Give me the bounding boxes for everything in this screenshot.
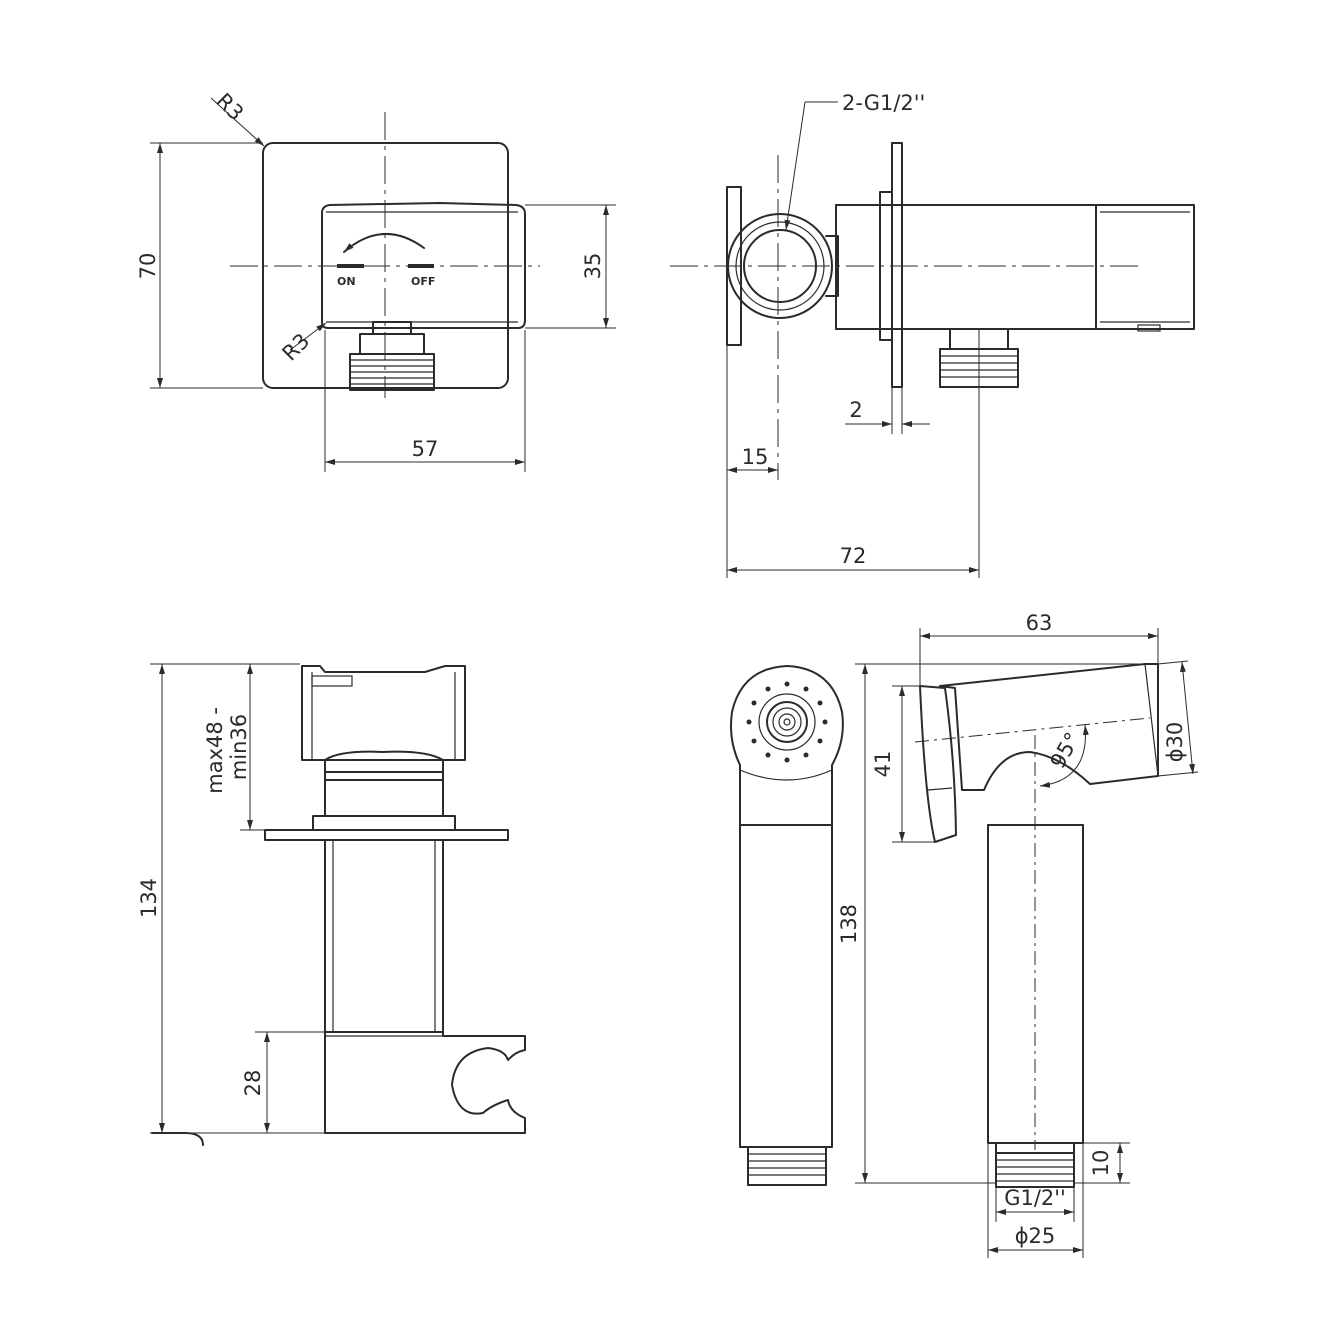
spray-thread-side bbox=[995, 1152, 1075, 1188]
dim-handle-35: 35 bbox=[581, 253, 605, 280]
holder-top-handle bbox=[301, 665, 466, 761]
holder-clip bbox=[324, 1031, 526, 1134]
spray-thread-front bbox=[747, 1146, 827, 1186]
spray-trigger bbox=[919, 685, 957, 843]
dim-width-57: 57 bbox=[412, 437, 439, 461]
dim-length-72: 72 bbox=[840, 544, 867, 568]
dim-thread-2g12: 2-G1/2'' bbox=[842, 91, 925, 115]
spray-front-view bbox=[730, 665, 844, 1186]
holder-wall-plate bbox=[264, 829, 509, 841]
rotation-arrow-icon bbox=[343, 233, 425, 253]
holder-body bbox=[324, 839, 444, 1033]
side-wall-plate bbox=[891, 142, 903, 388]
dim-adjust-range: max48 - min36 bbox=[203, 700, 251, 793]
holder-nut bbox=[324, 750, 444, 773]
dim-length-63: 63 bbox=[1026, 611, 1053, 635]
dim-offset-15: 15 bbox=[742, 445, 769, 469]
dim-thread-10: 10 bbox=[1089, 1150, 1113, 1177]
holder-upper-stem bbox=[324, 779, 444, 817]
side-handle-lever bbox=[1095, 204, 1195, 330]
dim-height-70: 70 bbox=[136, 253, 160, 280]
off-label: OFF bbox=[411, 275, 435, 288]
dim-thread-g12: G1/2'' bbox=[1004, 1186, 1066, 1210]
spray-nozzle-icon bbox=[766, 701, 808, 743]
dim-angle-95: 95° bbox=[1046, 728, 1085, 772]
side-view: 2-G1/2'' 2 15 72 bbox=[670, 91, 1195, 578]
dim-total-134: 134 bbox=[137, 878, 161, 918]
side-handle-body bbox=[835, 204, 1097, 330]
front-view: ON OFF R3 R3 70 35 57 bbox=[136, 89, 616, 472]
spray-stem-front bbox=[739, 824, 833, 1148]
spray-head-side bbox=[939, 663, 1159, 791]
dim-plate-2: 2 bbox=[849, 398, 862, 422]
spray-side-view: 95° 63 ϕ30 41 138 10 G1/2'' ϕ25 bbox=[837, 611, 1199, 1258]
dim-head-41: 41 bbox=[871, 751, 895, 778]
dim-head-dia-30: ϕ30 bbox=[1163, 722, 1187, 763]
dim-radius-top: R3 bbox=[211, 89, 248, 126]
dim-total-138: 138 bbox=[837, 904, 861, 944]
holder-view: 134 max48 - min36 28 bbox=[137, 663, 526, 1146]
dim-body-dia-25: ϕ25 bbox=[1015, 1224, 1056, 1248]
spray-head-front bbox=[730, 665, 844, 826]
on-label: ON bbox=[337, 275, 356, 288]
dim-clip-28: 28 bbox=[241, 1070, 265, 1097]
dim-radius-bottom: R3 bbox=[278, 329, 315, 366]
